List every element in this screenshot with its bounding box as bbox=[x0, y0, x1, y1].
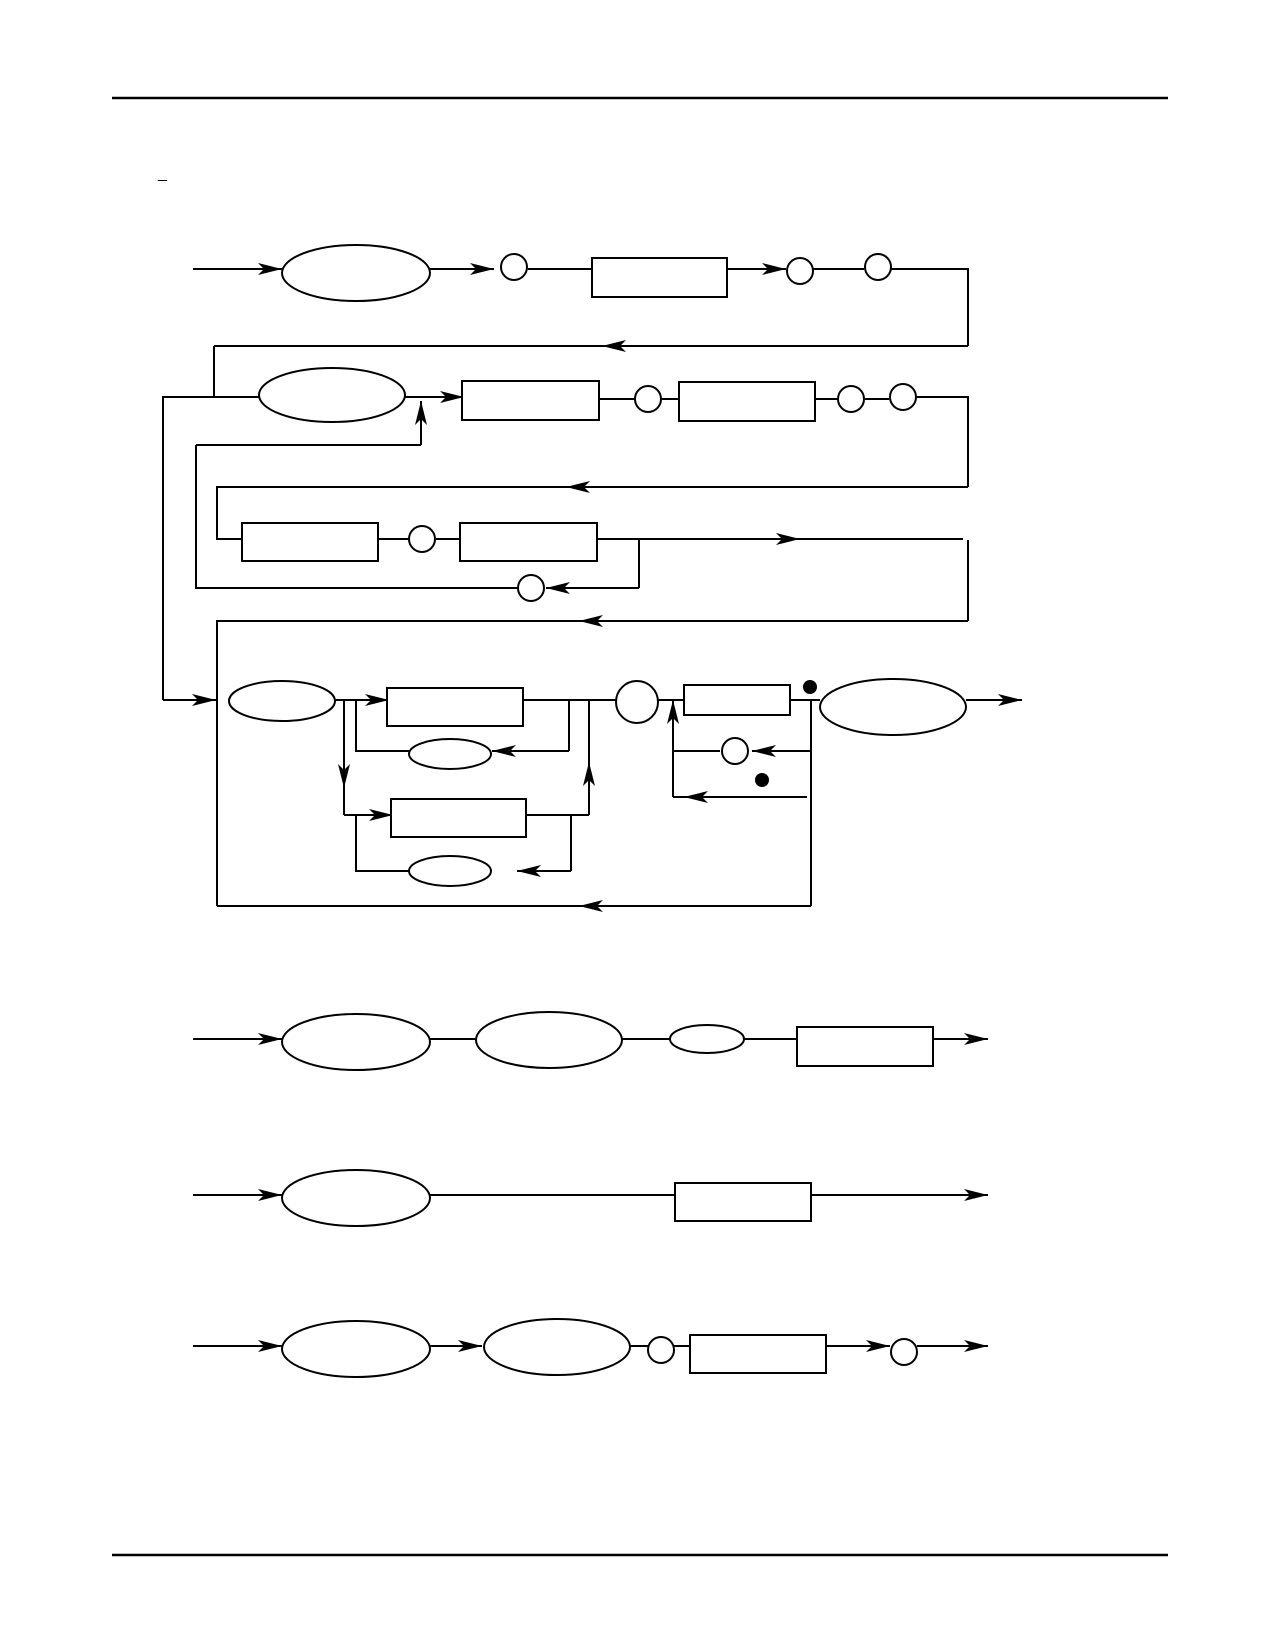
title-mark: _ bbox=[157, 165, 168, 182]
terminal-circle bbox=[889, 383, 917, 411]
keyword-box bbox=[241, 522, 379, 562]
terminal-circle bbox=[517, 574, 545, 602]
nonterminal-oval bbox=[228, 680, 336, 722]
nonterminal-oval bbox=[408, 738, 492, 770]
bullet-dot bbox=[803, 680, 817, 694]
syntax-diagram-4 bbox=[193, 1318, 988, 1378]
terminal-circle bbox=[721, 737, 749, 765]
nonterminal-oval bbox=[281, 1320, 431, 1378]
keyword-box bbox=[591, 257, 728, 298]
keyword-box bbox=[386, 687, 524, 727]
keyword-box bbox=[390, 798, 527, 838]
keyword-box bbox=[459, 522, 598, 562]
row-4 bbox=[217, 678, 1022, 912]
terminal-circle bbox=[837, 385, 865, 413]
row-1 bbox=[193, 244, 969, 397]
keyword-box bbox=[796, 1026, 934, 1067]
terminal-circle bbox=[615, 680, 659, 724]
terminal-circle bbox=[634, 385, 662, 413]
nonterminal-oval bbox=[281, 1169, 431, 1227]
nonterminal-oval bbox=[475, 1011, 623, 1069]
terminal-circle bbox=[647, 1336, 675, 1364]
nonterminal-oval bbox=[483, 1318, 631, 1376]
syntax-diagram-2 bbox=[193, 1011, 988, 1071]
syntax-diagram-main bbox=[162, 244, 1022, 912]
terminal-circle bbox=[408, 525, 436, 553]
row-3 bbox=[216, 522, 969, 906]
row-2 bbox=[162, 367, 969, 706]
terminal-circle bbox=[786, 257, 814, 285]
nonterminal-oval bbox=[281, 1013, 431, 1071]
keyword-box bbox=[683, 684, 791, 716]
terminal-circle bbox=[890, 1338, 918, 1366]
terminal-circle bbox=[500, 253, 528, 281]
terminal-circle bbox=[864, 253, 892, 281]
syntax-diagram-3 bbox=[193, 1169, 988, 1227]
nonterminal-oval bbox=[281, 244, 431, 302]
nonterminal-oval bbox=[669, 1024, 745, 1054]
keyword-box bbox=[678, 381, 816, 422]
nonterminal-oval bbox=[408, 855, 492, 887]
nonterminal-oval bbox=[258, 367, 406, 423]
keyword-box bbox=[689, 1334, 827, 1374]
bullet-dot bbox=[755, 773, 769, 787]
keyword-box bbox=[674, 1182, 812, 1222]
nonterminal-oval bbox=[819, 678, 967, 736]
keyword-box bbox=[461, 380, 600, 421]
